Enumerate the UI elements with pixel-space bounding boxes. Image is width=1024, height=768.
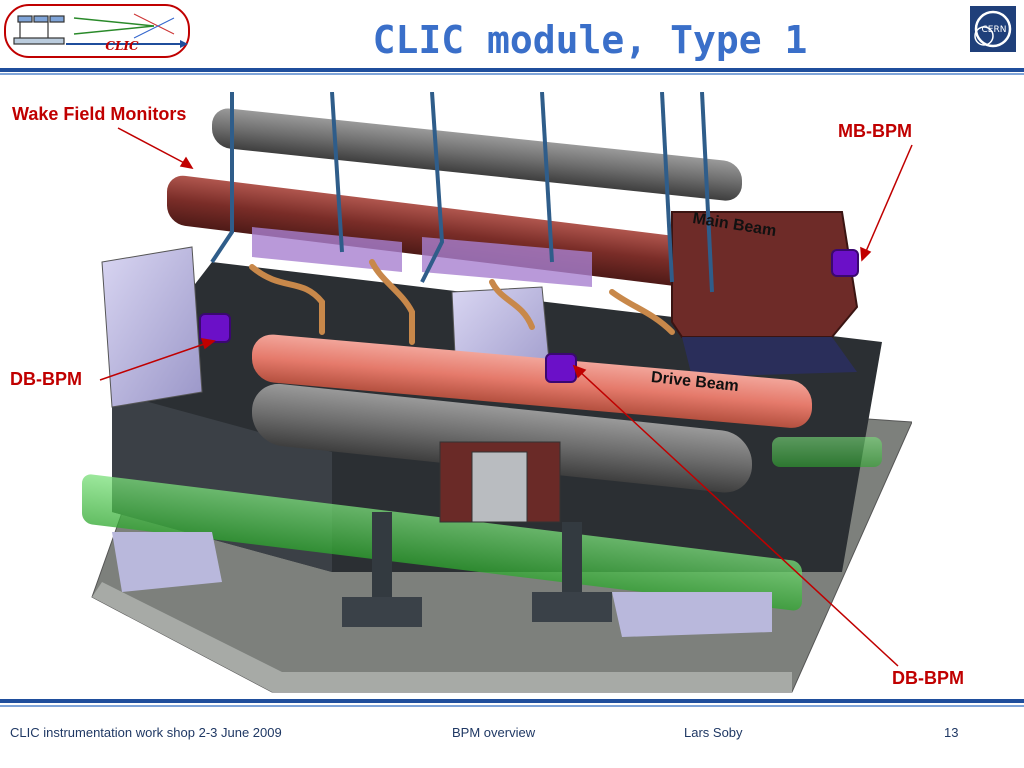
mb-bpm-label: MB-BPM [838,121,912,141]
slide-title: CLIC module, Type 1 [372,18,808,62]
clic-module-illustration [82,92,912,693]
header-rule [0,68,1024,72]
cern-logo: CERN [970,6,1016,52]
footer-topic: BPM overview [452,725,536,740]
db-bpm-left-marker [199,313,231,343]
footer-event: CLIC instrumentation work shop 2-3 June … [10,725,282,740]
mb-bpm-marker [831,249,859,277]
db-bpm-bottom-label: DB-BPM [892,668,964,688]
footer-rule [0,699,1024,703]
clic-logo-text: CLIC [105,39,139,53]
footer-author: Lars Soby [684,725,743,740]
page-number: 13 [944,725,959,740]
db-bpm-center-marker [545,353,577,383]
clic-logo: CLIC [4,4,190,58]
header-rule-thin [0,73,1024,75]
cern-logo-text: CERN [982,25,1007,35]
wake-field-monitors-label: Wake Field Monitors [12,104,187,124]
db-bpm-left-label: DB-BPM [10,369,82,389]
footer-rule-thin [0,705,1024,707]
